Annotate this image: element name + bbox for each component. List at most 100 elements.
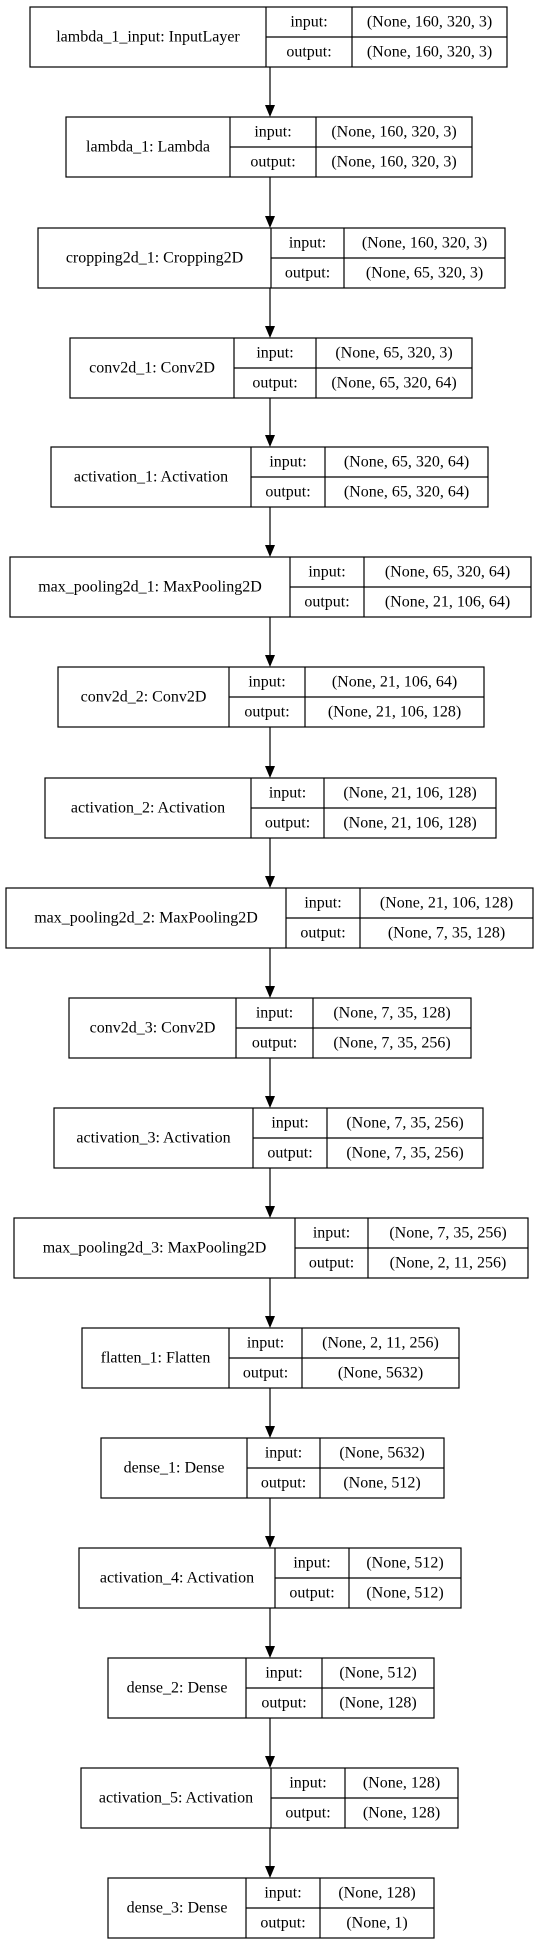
arrow-head [265,545,275,557]
flow-arrow [265,1498,275,1548]
output-label: output: [250,154,295,171]
input-label: input: [308,564,345,581]
layer-name: dense_3: Dense [127,1900,228,1917]
output-shape: (None, 21, 106, 128) [343,815,476,832]
arrow-head [265,1426,275,1438]
output-label: output: [252,1035,297,1052]
input-shape: (None, 65, 320, 64) [385,564,510,581]
output-label: output: [261,1475,306,1492]
layer-node: max_pooling2d_3: MaxPooling2D input: outpu… [13,1217,529,1279]
input-shape: (None, 512) [339,1665,416,1682]
arrow-head [265,216,275,228]
input-label: input: [265,1445,302,1462]
layer-node: activation_2: Activation input: output: (No… [44,777,497,839]
output-label: output: [267,1145,312,1162]
layer-name: lambda_1: Lambda [86,139,210,156]
flow-arrow [265,288,275,338]
input-shape: (None, 512) [366,1555,443,1572]
output-label: output: [265,484,310,501]
output-label: output: [309,1255,354,1272]
arrow-head [265,1096,275,1108]
input-shape: (None, 65, 320, 64) [344,454,469,471]
output-shape: (None, 128) [339,1695,416,1712]
flow-arrow [265,67,275,117]
input-label: input: [256,345,293,362]
input-label: input: [269,454,306,471]
input-label: input: [271,1115,308,1132]
output-shape: (None, 2, 11, 256) [390,1255,507,1272]
layer-node: activation_4: Activationinput:output:(No… [78,1547,462,1609]
input-label: input: [247,1335,284,1352]
layer-node: max_pooling2d_1: MaxPooling2Dinput:outpu… [9,556,532,618]
output-label: output: [265,815,310,832]
layer-name: conv2d_2: Conv2D [81,689,207,706]
flow-arrow [265,1168,275,1218]
input-shape: (None, 21, 106, 128) [380,895,513,912]
layer-node: lambda_1: Lambda input: output: (None, 160,… [65,116,473,178]
output-shape: (None, 160, 320, 3) [331,154,456,171]
flow-arrow [265,1058,275,1108]
output-shape: (None, 512) [366,1585,443,1602]
layer-node: lambda_1_input: InputLayerinput:output:(… [29,6,508,68]
input-label: input: [254,124,291,141]
output-label: output: [285,265,330,282]
arrow-head [265,1536,275,1548]
output-shape: (None, 65, 320, 64) [331,375,456,392]
layer-node: conv2d_3: Conv2D input: output: (None, 7, 3… [68,997,472,1059]
input-shape: (None, 21, 106, 128) [343,785,476,802]
input-label: input: [290,14,327,31]
layer-name: activation_2: Activation [71,800,225,817]
input-label: input: [256,1005,293,1022]
layer-name: conv2d_3: Conv2D [90,1020,216,1037]
arrow-head [265,986,275,998]
arrow-head [265,435,275,447]
layer-name: max_pooling2d_3: MaxPooling2D [43,1240,267,1257]
input-shape: (None, 160, 320, 3) [367,14,492,31]
input-label: input: [264,1885,301,1902]
flow-arrow [265,1388,275,1438]
layer-node: max_pooling2d_2: MaxPooling2Dinput:outpu… [5,887,534,949]
output-label: output: [252,375,297,392]
output-shape: (None, 160, 320, 3) [367,44,492,61]
output-shape: (None, 21, 106, 128) [328,704,461,721]
layer-name: activation_4: Activation [100,1570,254,1587]
input-label: input: [313,1225,350,1242]
output-shape: (None, 1) [346,1915,407,1932]
layer-name: activation_1: Activation [74,469,228,486]
arrow-head [265,326,275,338]
output-label: output: [244,704,289,721]
flow-arrow [265,398,275,447]
flow-arrow [265,617,275,667]
arrow-head [265,655,275,667]
output-label: output: [300,925,345,942]
layer-name: lambda_1_input: InputLayer [56,29,240,46]
input-shape: (None, 160, 320, 3) [331,124,456,141]
output-shape: (None, 7, 35, 256) [333,1035,450,1052]
flow-arrow [265,727,275,778]
layer-node: activation_5: Activationinput:output:(No… [80,1767,459,1829]
output-shape: (None, 21, 106, 64) [385,594,510,611]
output-shape: (None, 5632) [338,1365,423,1382]
layer-name: dense_1: Dense [124,1460,225,1477]
layer-name: conv2d_1: Conv2D [89,360,215,377]
arrow-head [265,766,275,778]
output-shape: (None, 512) [343,1475,420,1492]
arrow-head [265,876,275,888]
arrow-head [265,1316,275,1328]
output-shape: (None, 7, 35, 256) [346,1145,463,1162]
layer-name: flatten_1: Flatten [101,1350,211,1367]
input-label: input: [269,785,306,802]
flow-arrow [265,1278,275,1328]
layer-name: activation_5: Activation [99,1790,253,1807]
layer-name: cropping2d_1: Cropping2D [66,250,243,267]
input-shape: (None, 2, 11, 256) [322,1335,439,1352]
input-label: input: [289,1775,326,1792]
input-label: input: [304,895,341,912]
arrow-head [265,1206,275,1218]
flow-arrow [265,507,275,557]
